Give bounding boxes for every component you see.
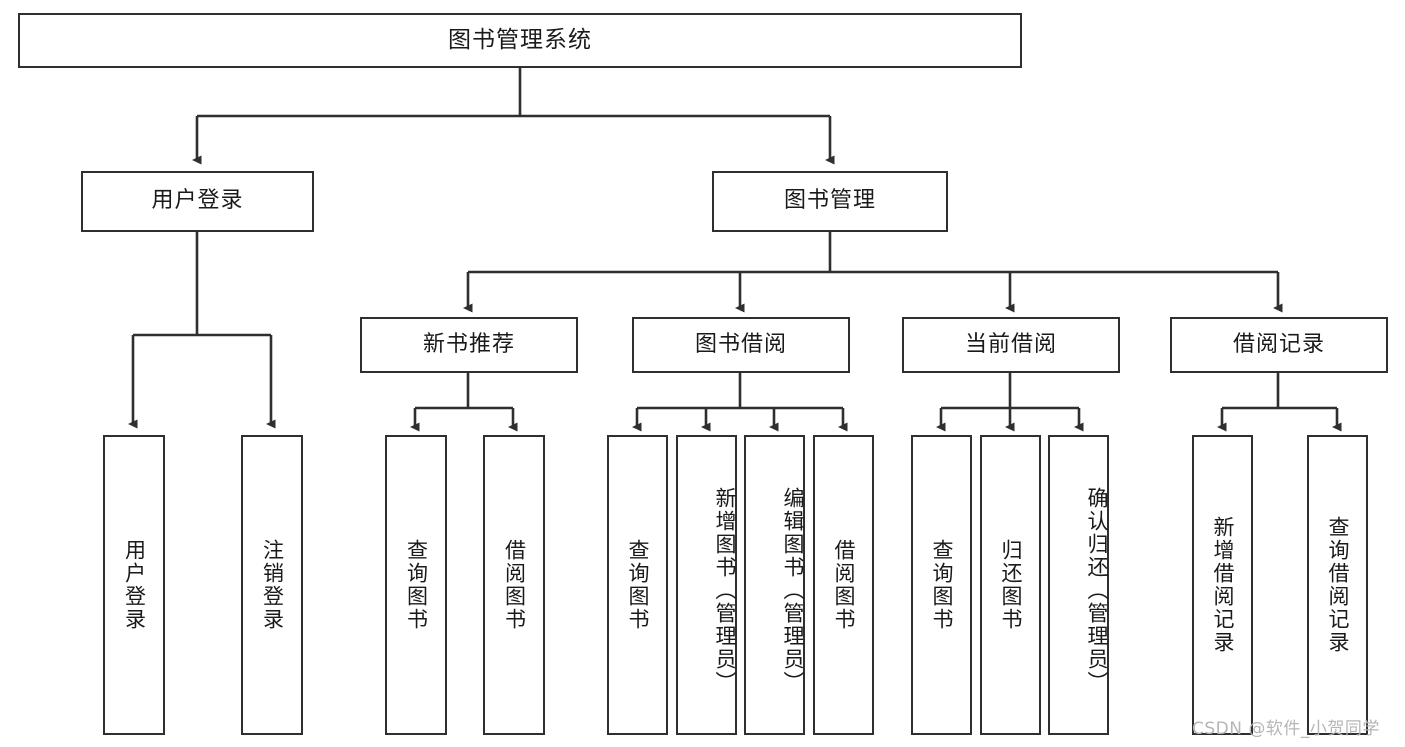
node-leaf-add-record[interactable]: 新增借阅记录 — [1192, 435, 1253, 735]
node-label: 用户登录 — [151, 188, 244, 214]
node-label: 查询图书 — [626, 539, 650, 631]
node-leaf-user-login[interactable]: 用户登录 — [103, 435, 165, 735]
node-label: 借阅记录 — [1232, 331, 1325, 357]
node-label: 归还图书 — [999, 539, 1023, 631]
node-label: 图书管理 — [783, 188, 876, 214]
node-label: 用户登录 — [122, 539, 147, 631]
node-current-borrow[interactable]: 当前借阅 — [902, 317, 1120, 373]
node-label: 借阅图书 — [502, 539, 527, 631]
node-label: 新书推荐 — [422, 331, 515, 357]
node-label: 新增借阅记录 — [1211, 516, 1235, 654]
watermark-text: CSDN @软件_小贺同学 — [1192, 719, 1380, 739]
node-label: 新增图书（管理员） — [713, 486, 737, 694]
node-book-borrow[interactable]: 图书借阅 — [632, 317, 850, 373]
node-label: 查询借阅记录 — [1326, 516, 1350, 654]
node-leaf-query-book-2[interactable]: 查询图书 — [607, 435, 668, 735]
node-new-book-recommend[interactable]: 新书推荐 — [360, 317, 578, 373]
node-label: 确认归还（管理员） — [1085, 486, 1109, 694]
node-label: 查询图书 — [930, 539, 954, 631]
node-leaf-query-record[interactable]: 查询借阅记录 — [1307, 435, 1368, 735]
node-user-login[interactable]: 用户登录 — [81, 171, 314, 232]
node-root-book-management-system[interactable]: 图书管理系统 — [18, 13, 1022, 68]
node-leaf-confirm-return[interactable]: 确认归还（管理员） — [1048, 435, 1109, 735]
node-leaf-return-book[interactable]: 归还图书 — [980, 435, 1041, 735]
node-label: 图书管理系统 — [448, 26, 592, 53]
node-leaf-add-book[interactable]: 新增图书（管理员） — [676, 435, 737, 735]
node-leaf-query-book-3[interactable]: 查询图书 — [911, 435, 972, 735]
node-leaf-borrow-book-2[interactable]: 借阅图书 — [813, 435, 874, 735]
node-leaf-user-logout[interactable]: 注销登录 — [241, 435, 303, 735]
node-label: 借阅图书 — [832, 539, 856, 631]
node-label: 当前借阅 — [964, 331, 1057, 357]
node-label: 图书借阅 — [694, 331, 787, 357]
node-leaf-borrow-book-1[interactable]: 借阅图书 — [483, 435, 545, 735]
node-label: 查询图书 — [404, 539, 429, 631]
node-leaf-query-book-1[interactable]: 查询图书 — [385, 435, 447, 735]
node-label: 编辑图书（管理员） — [781, 486, 805, 694]
node-label: 注销登录 — [260, 539, 285, 631]
node-book-management[interactable]: 图书管理 — [712, 171, 948, 232]
node-borrow-record[interactable]: 借阅记录 — [1170, 317, 1388, 373]
node-leaf-edit-book[interactable]: 编辑图书（管理员） — [744, 435, 805, 735]
